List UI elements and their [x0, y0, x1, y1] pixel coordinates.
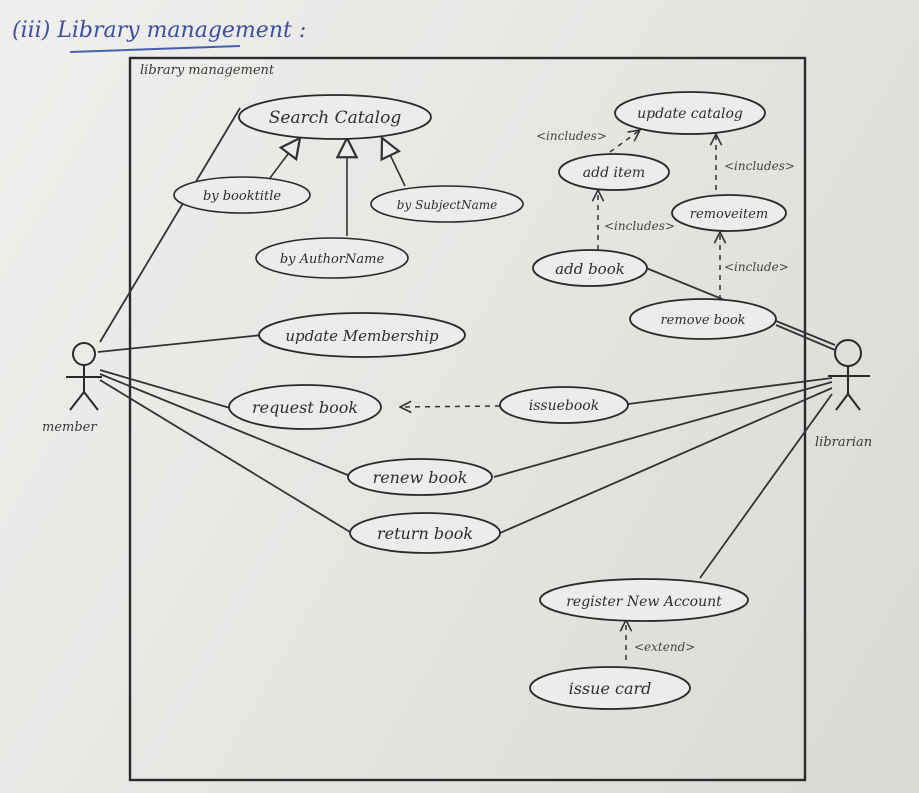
member-actor-label: member — [42, 420, 97, 435]
assoc-member-search-catalog — [99, 107, 241, 343]
use-case-register-new-account-label: register New Account — [566, 594, 722, 610]
dep-add-item-update-catalog — [609, 130, 640, 153]
use-case-renew-book-label: renew book — [373, 468, 468, 487]
use-case-add-book-label: add book — [555, 260, 625, 278]
assoc-librarian-issue-book — [627, 377, 833, 405]
use-case-return-book[interactable]: return book — [349, 512, 501, 554]
relation-extend: <extend> — [634, 640, 695, 654]
assoc-member-return-book — [99, 379, 351, 533]
use-case-request-book[interactable]: request book — [228, 384, 382, 430]
page-heading: (iii) Library management : — [12, 18, 307, 43]
relation-includes-1: <includes> — [536, 129, 607, 143]
use-case-remove-book-label: remove book — [660, 313, 745, 328]
use-case-update-membership[interactable]: update Membership — [258, 312, 466, 358]
use-case-search-catalog[interactable]: Search Catalog — [238, 94, 432, 140]
use-case-request-book-label: request book — [252, 398, 358, 417]
use-case-renew-book[interactable]: renew book — [347, 458, 493, 496]
dep-issue-book-request-book — [400, 406, 501, 407]
assoc-member-renew-book — [99, 373, 351, 477]
use-case-by-author-name-label: by AuthorName — [280, 252, 385, 267]
use-case-add-item-label: add item — [583, 165, 645, 181]
use-case-add-item[interactable]: add item — [558, 153, 670, 191]
use-case-search-catalog-label: Search Catalog — [269, 108, 402, 128]
use-case-issue-card-label: issue card — [569, 679, 652, 698]
use-case-issue-book[interactable]: issuebook — [499, 386, 629, 424]
use-case-by-author-name[interactable]: by AuthorName — [255, 237, 409, 279]
use-case-remove-item-label: removeitem — [690, 207, 769, 222]
assoc-librarian-remove-book — [775, 324, 836, 351]
use-case-remove-book[interactable]: remove book — [629, 298, 777, 340]
use-case-by-subject-name-label: by SubjectName — [397, 198, 497, 212]
librarian-associations — [493, 267, 836, 579]
use-case-issue-card[interactable]: issue card — [529, 666, 691, 710]
librarian-actor[interactable] — [828, 339, 870, 411]
assoc-member-update-membership — [97, 334, 263, 353]
use-case-update-catalog[interactable]: update catalog — [614, 91, 766, 135]
member-actor[interactable] — [66, 342, 102, 411]
use-case-register-new-account[interactable]: register New Account — [539, 578, 749, 622]
relation-includes-4: <include> — [724, 260, 789, 274]
use-case-update-catalog-label: update catalog — [637, 106, 743, 122]
assoc-librarian-return-book — [499, 387, 833, 534]
use-case-by-subject-name[interactable]: by SubjectName — [370, 185, 524, 223]
librarian-actor-label: librarian — [815, 435, 872, 450]
use-case-return-book-label: return book — [377, 524, 473, 543]
generalizations — [269, 138, 406, 236]
relation-includes-2: <includes> — [724, 159, 795, 173]
assoc-librarian-register-account — [699, 393, 833, 579]
use-case-by-book-title[interactable]: by booktitle — [173, 176, 311, 214]
relation-includes-3: <includes> — [604, 219, 675, 233]
use-case-add-book[interactable]: add book — [532, 249, 648, 287]
use-case-issue-book-label: issuebook — [529, 398, 599, 414]
system-boundary-label: library management — [140, 63, 275, 78]
use-case-by-book-title-label: by booktitle — [203, 189, 281, 204]
member-associations — [97, 107, 351, 533]
use-case-update-membership-label: update Membership — [285, 327, 439, 345]
use-case-remove-item[interactable]: removeitem — [671, 194, 787, 232]
dependencies — [400, 130, 720, 660]
system-boundary — [128, 56, 807, 782]
assoc-member-request-book — [99, 369, 231, 409]
assoc-librarian-renew-book — [493, 381, 833, 478]
